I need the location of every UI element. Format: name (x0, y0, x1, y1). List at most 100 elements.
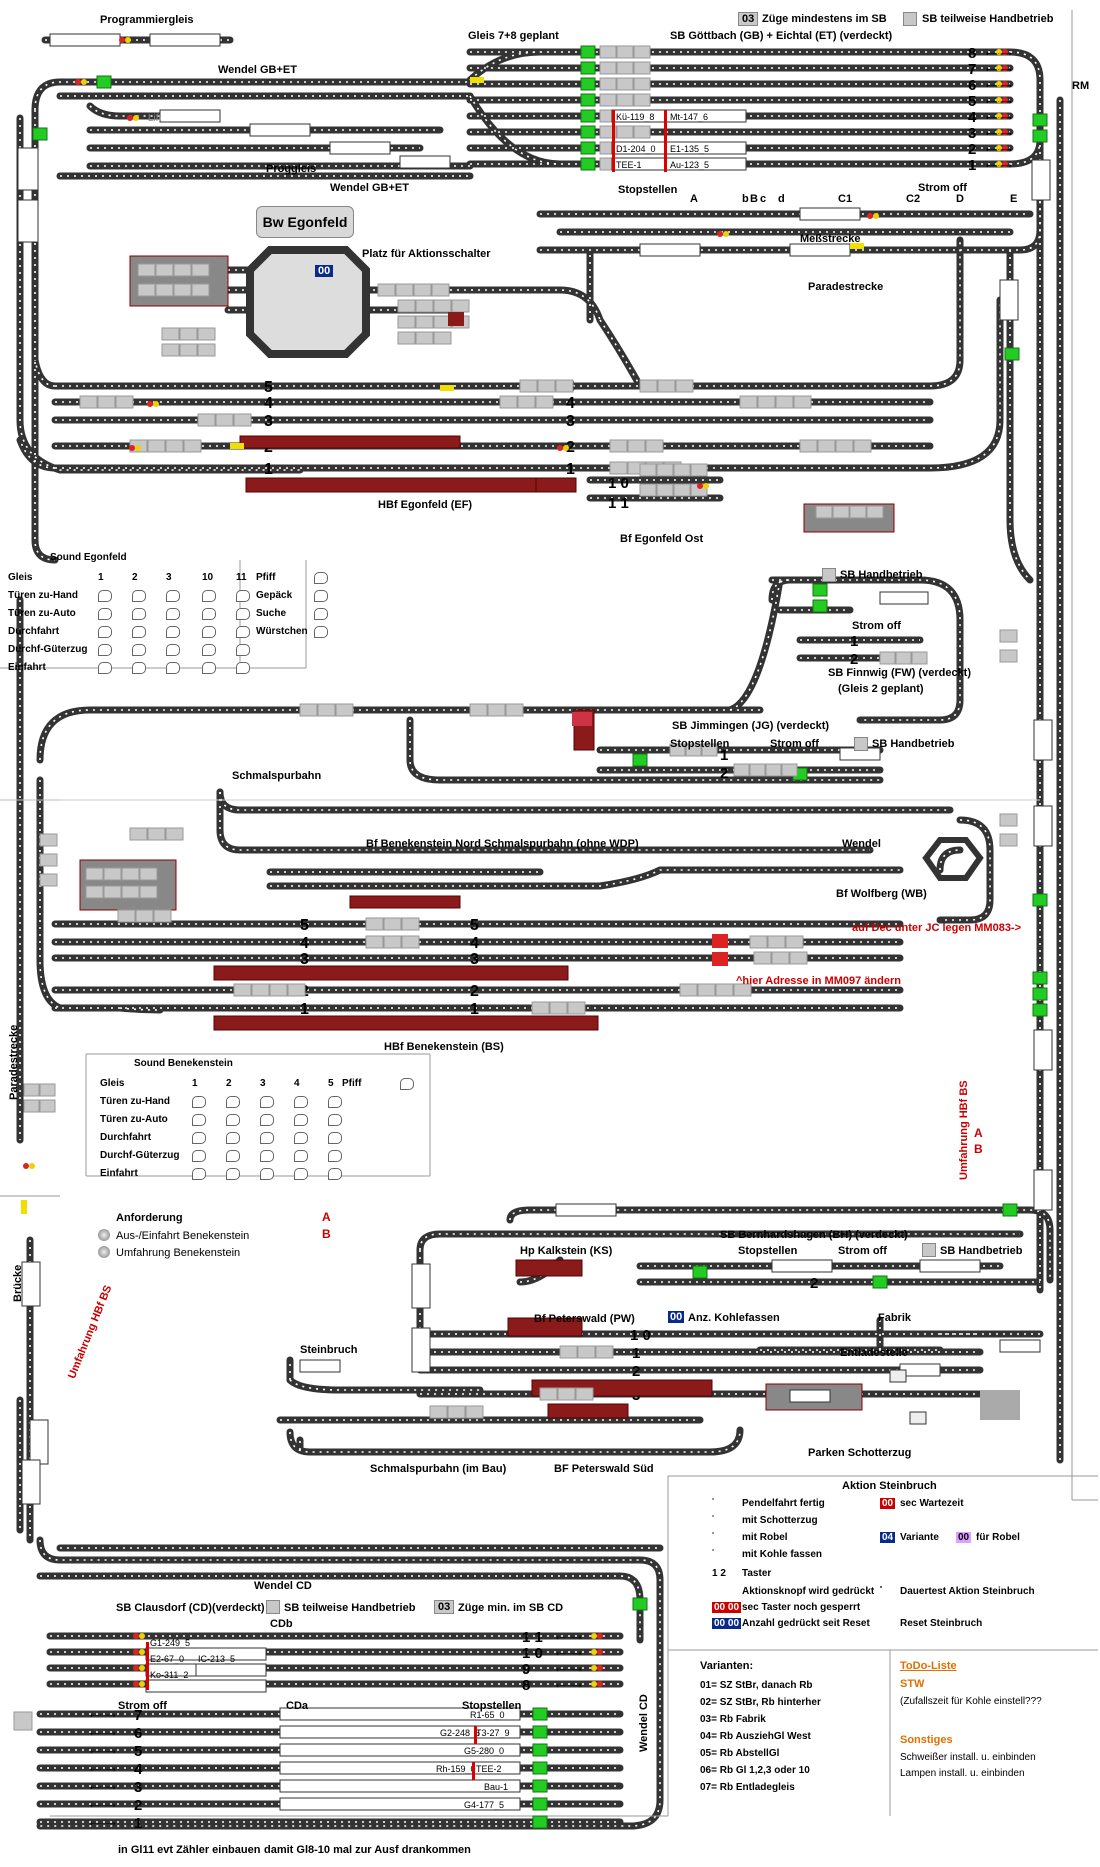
track-block[interactable] (633, 61, 651, 75)
track-block[interactable] (377, 283, 396, 297)
turntable[interactable] (246, 246, 370, 358)
signal-lamp[interactable] (591, 1649, 597, 1655)
signal-lamp[interactable] (996, 97, 1002, 103)
signal-lamp[interactable] (127, 115, 133, 121)
track-block[interactable] (866, 505, 884, 519)
track-block[interactable] (147, 827, 166, 841)
signal-lamp[interactable] (133, 115, 139, 121)
train-box[interactable] (149, 33, 221, 47)
track-block[interactable] (781, 763, 798, 777)
track-block[interactable] (853, 439, 872, 453)
track-block[interactable] (697, 983, 716, 997)
track-block[interactable] (616, 93, 634, 107)
track-block[interactable] (197, 327, 216, 341)
sound-speech-icon[interactable] (192, 1096, 206, 1108)
track-block[interactable] (429, 1405, 448, 1419)
track-block[interactable] (609, 461, 628, 475)
green-signal-button[interactable] (632, 1597, 648, 1611)
aus-einfahrt-button[interactable] (98, 1229, 110, 1241)
track-block[interactable] (517, 395, 536, 409)
green-signal-button[interactable] (1032, 987, 1048, 1001)
track-block[interactable] (269, 983, 288, 997)
track-block[interactable] (633, 125, 651, 139)
track-block[interactable] (733, 983, 752, 997)
track-block[interactable] (433, 299, 452, 313)
train-box[interactable] (279, 1797, 521, 1811)
sound-speech-icon[interactable] (294, 1114, 308, 1126)
track-block[interactable] (383, 935, 402, 949)
track-block[interactable] (39, 1099, 56, 1113)
track-block[interactable] (633, 77, 651, 91)
track-block[interactable] (215, 413, 234, 427)
green-signal-button[interactable] (580, 61, 596, 75)
signal-lamp[interactable] (996, 49, 1002, 55)
track-block[interactable] (317, 703, 336, 717)
track-block[interactable] (233, 413, 252, 427)
track-block[interactable] (465, 1405, 484, 1419)
train-box[interactable] (279, 1779, 521, 1793)
track-block[interactable] (115, 395, 134, 409)
signal-box[interactable] (572, 712, 592, 726)
track-block[interactable] (575, 1387, 594, 1401)
sound-speech-icon[interactable] (400, 1078, 414, 1090)
track-block[interactable] (165, 439, 184, 453)
green-signal-button[interactable] (1032, 893, 1048, 907)
track-block[interactable] (39, 1083, 56, 1097)
green-signal-button[interactable] (532, 1815, 548, 1829)
track-block[interactable] (765, 763, 782, 777)
green-signal-button[interactable] (96, 75, 112, 89)
track-block[interactable] (13, 1711, 33, 1731)
sound-speech-icon[interactable] (294, 1132, 308, 1144)
green-signal-button[interactable] (580, 141, 596, 155)
track-block[interactable] (397, 299, 416, 313)
green-signal-button[interactable] (692, 1265, 708, 1279)
signal-lamp[interactable] (1002, 97, 1008, 103)
sound-speech-icon[interactable] (236, 662, 250, 674)
train-box[interactable] (789, 243, 851, 257)
track-block[interactable] (715, 983, 734, 997)
track-block[interactable] (895, 651, 912, 665)
track-block[interactable] (97, 395, 116, 409)
sound-speech-icon[interactable] (328, 1114, 342, 1126)
bw-egonfeld-button[interactable]: Bw Egonfeld (256, 206, 354, 238)
green-signal-button[interactable] (1004, 347, 1020, 361)
track-block[interactable] (451, 299, 470, 313)
signal-lamp[interactable] (1002, 129, 1008, 135)
train-box[interactable] (279, 1761, 521, 1775)
track-block[interactable] (749, 935, 768, 949)
track-block[interactable] (616, 125, 634, 139)
track-block[interactable] (616, 77, 634, 91)
sound-speech-icon[interactable] (314, 590, 328, 602)
track-block[interactable] (447, 1405, 466, 1419)
signal-box[interactable] (448, 312, 464, 326)
track-block[interactable] (999, 649, 1018, 663)
signal-lamp[interactable] (996, 81, 1002, 87)
sound-speech-icon[interactable] (166, 590, 180, 602)
signal-lamp[interactable] (867, 213, 873, 219)
green-signal-button[interactable] (580, 157, 596, 171)
track-block[interactable] (505, 703, 524, 717)
sound-speech-icon[interactable] (226, 1096, 240, 1108)
track-block[interactable] (557, 1387, 576, 1401)
sound-speech-icon[interactable] (202, 626, 216, 638)
green-signal-button[interactable] (812, 583, 828, 597)
track-block[interactable] (849, 505, 867, 519)
sound-speech-icon[interactable] (236, 608, 250, 620)
green-signal-button[interactable] (532, 1761, 548, 1775)
track-block[interactable] (639, 463, 657, 477)
track-block[interactable] (799, 439, 818, 453)
sound-speech-icon[interactable] (192, 1114, 206, 1126)
sound-speech-icon[interactable] (260, 1114, 274, 1126)
sound-speech-icon[interactable] (314, 572, 328, 584)
signal-lamp[interactable] (135, 445, 141, 451)
sound-speech-icon[interactable] (202, 608, 216, 620)
sound-speech-icon[interactable] (314, 626, 328, 638)
sound-speech-icon[interactable] (236, 644, 250, 656)
sound-speech-icon[interactable] (328, 1168, 342, 1180)
sound-speech-icon[interactable] (328, 1132, 342, 1144)
green-signal-button[interactable] (532, 1725, 548, 1739)
green-signal-button[interactable] (532, 1707, 548, 1721)
track-block[interactable] (673, 463, 691, 477)
signal-lamp[interactable] (996, 145, 1002, 151)
track-block[interactable] (639, 379, 658, 393)
